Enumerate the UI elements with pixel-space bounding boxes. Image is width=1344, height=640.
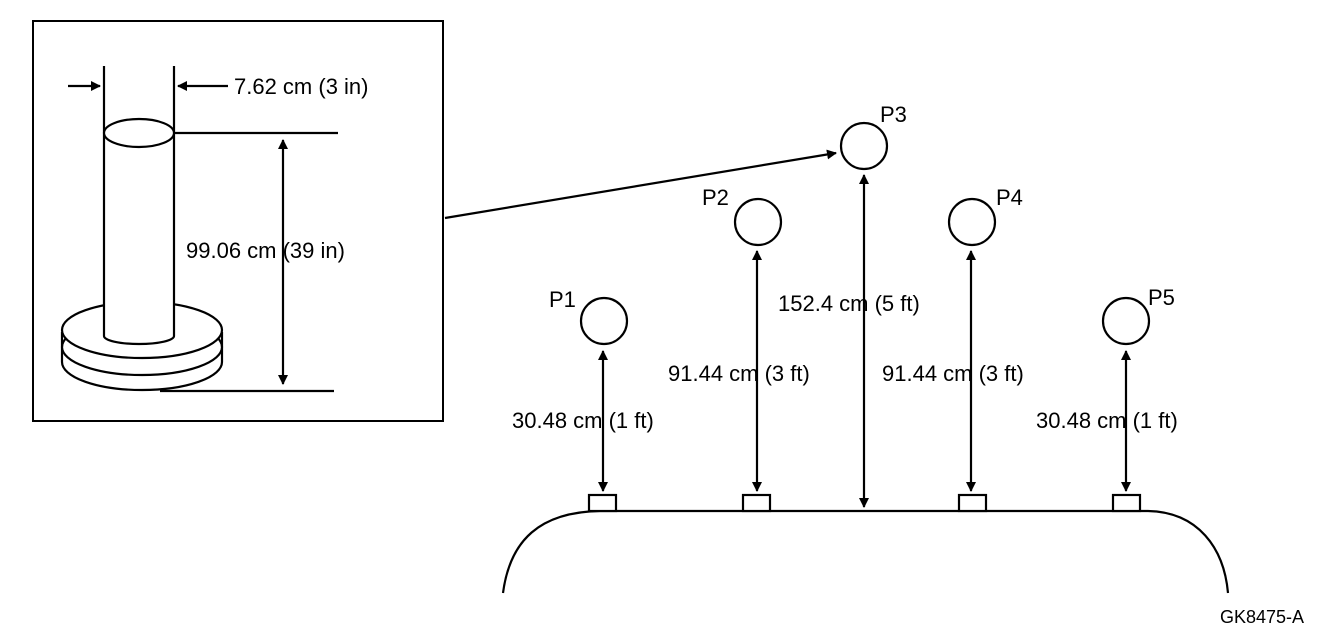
position-p4-circle [947, 197, 997, 247]
position-p2: P2 91.44 cm (3 ft) [668, 185, 810, 492]
position-p1-label: P1 [549, 287, 576, 312]
position-p1-circle [579, 296, 629, 346]
height-dimension: 99.06 cm (39 in) [160, 131, 345, 393]
sensor-p5 [1111, 493, 1142, 513]
position-p3-distance: 152.4 cm (5 ft) [778, 291, 920, 316]
position-p2-circle [733, 197, 783, 247]
sensor-p1 [587, 493, 618, 513]
stand-pole [102, 66, 176, 346]
position-p5-distance: 30.48 cm (1 ft) [1036, 408, 1178, 433]
position-p1: P1 30.48 cm (1 ft) [512, 287, 654, 492]
inset-pointer-line [444, 149, 837, 220]
surface-profile [501, 509, 1230, 594]
position-p5-circle [1101, 296, 1151, 346]
position-p2-label: P2 [702, 185, 729, 210]
position-p3: P3 152.4 cm (5 ft) [778, 102, 920, 508]
position-p4-distance: 91.44 cm (3 ft) [882, 361, 1024, 386]
sensor-p2 [741, 493, 772, 513]
inset-panel: 7.62 cm (3 in) 99.06 cm (39 in) [32, 20, 444, 422]
diameter-label: 7.62 cm (3 in) [234, 74, 369, 99]
diameter-dimension: 7.62 cm (3 in) [68, 74, 369, 99]
sensor-p4 [957, 493, 988, 513]
position-p4: P4 91.44 cm (3 ft) [882, 185, 1024, 492]
position-p3-label: P3 [880, 102, 907, 127]
height-label: 99.06 cm (39 in) [186, 238, 345, 263]
position-p2-distance: 91.44 cm (3 ft) [668, 361, 810, 386]
stand-base [60, 300, 224, 392]
position-p4-label: P4 [996, 185, 1023, 210]
sensor-blocks [587, 493, 1142, 513]
position-p1-distance: 30.48 cm (1 ft) [512, 408, 654, 433]
position-p5-label: P5 [1148, 285, 1175, 310]
position-p5: P5 30.48 cm (1 ft) [1036, 285, 1178, 492]
position-p3-circle [839, 121, 889, 171]
figure-code: GK8475-A [1220, 607, 1304, 627]
